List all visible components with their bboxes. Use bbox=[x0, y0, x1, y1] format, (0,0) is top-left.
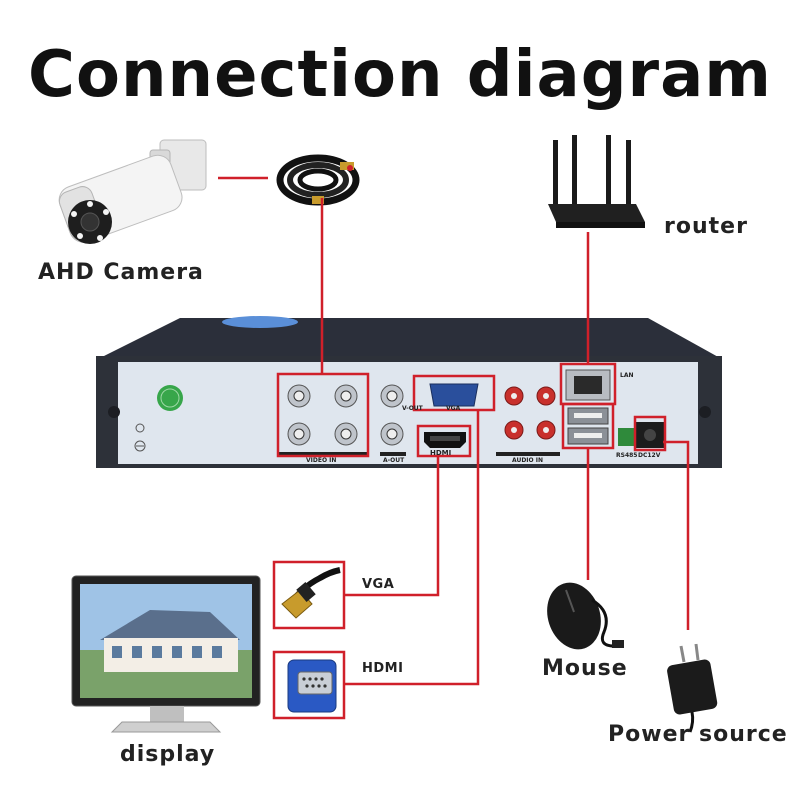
display-monitor-icon bbox=[71, 575, 261, 733]
label-router: router bbox=[664, 214, 748, 239]
label-mouse: Mouse bbox=[542, 656, 628, 681]
diagram-title: Connection diagram bbox=[28, 38, 772, 112]
power-adapter-icon bbox=[667, 643, 718, 733]
panel-label-dc12v: DC12V bbox=[638, 452, 661, 459]
dc-jack-highlight bbox=[633, 415, 667, 452]
panel-label-vga: VGA bbox=[446, 405, 461, 412]
dvr-recorder bbox=[96, 316, 722, 468]
label-power-source: Power source bbox=[608, 722, 788, 747]
vga-port-to-hdmi-cable-line bbox=[344, 410, 480, 686]
panel-label-v-out: V-OUT bbox=[402, 405, 423, 412]
panel-label-audio-in: AUDIO IN bbox=[512, 457, 543, 464]
hdmi-cable-icon bbox=[281, 567, 341, 619]
router-icon bbox=[548, 135, 645, 228]
mouse-icon bbox=[547, 582, 624, 650]
hdmi-port-highlight bbox=[416, 424, 472, 458]
ahd-camera-icon bbox=[58, 139, 207, 244]
label-display: display bbox=[120, 742, 216, 767]
panel-label-rs485: RS485 bbox=[616, 452, 638, 459]
bnc-cable-coil-icon bbox=[276, 154, 360, 206]
vga-port-highlight bbox=[412, 374, 496, 412]
panel-label-a-out: A-OUT bbox=[383, 457, 405, 464]
label-hdmi: HDMI bbox=[362, 661, 404, 676]
panel-label-video-in: VIDEO IN bbox=[306, 457, 337, 464]
label-ahd-camera: AHD Camera bbox=[38, 260, 204, 285]
vga-cable-icon bbox=[287, 659, 337, 713]
dc-to-power-line bbox=[663, 440, 690, 630]
label-vga: VGA bbox=[362, 577, 395, 592]
panel-label-lan: LAN bbox=[620, 372, 634, 379]
panel-label-hdmi: HDMI bbox=[430, 449, 452, 457]
hdmi-port-to-vga-cable-line bbox=[344, 456, 440, 597]
